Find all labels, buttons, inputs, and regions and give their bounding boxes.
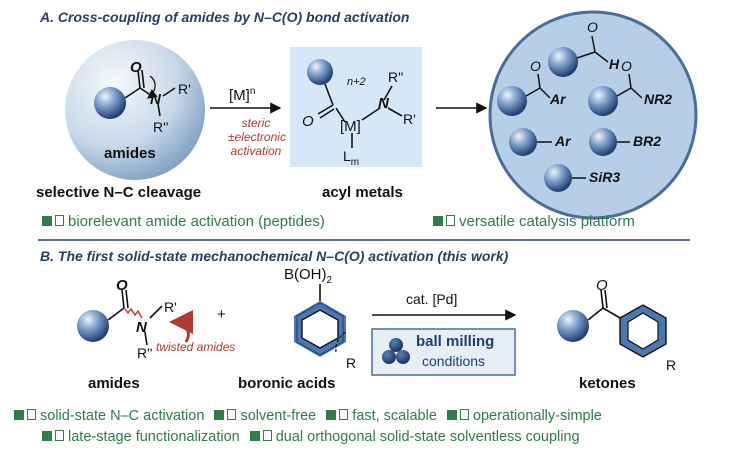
svg-text:O: O	[116, 277, 128, 294]
product-br2: BR2	[633, 133, 662, 149]
svg-text:R'': R''	[153, 119, 168, 135]
conditions-label: conditions	[422, 353, 486, 369]
product-ar-ketone: Ar	[550, 91, 566, 107]
metal-center: [M]	[340, 118, 361, 135]
selective-cleavage-label: selective N–C cleavage	[36, 184, 202, 201]
products-sphere	[488, 10, 698, 220]
svg-text:R': R'	[403, 111, 416, 127]
svg-text:O: O	[130, 59, 142, 76]
svg-text:N: N	[378, 95, 390, 112]
svg-text:R'': R''	[137, 345, 152, 361]
svg-text:R': R'	[164, 299, 177, 315]
catalyst-label: cat. [Pd]	[406, 291, 458, 307]
benefit-versatile: versatile catalysis platform	[433, 213, 635, 230]
svg-text:O: O	[530, 58, 541, 74]
svg-text:O: O	[596, 277, 608, 294]
product-amide-nr2: NR2	[644, 91, 673, 107]
svg-text:N: N	[136, 319, 148, 336]
benefits-row-1: solid-state N–C activation solvent-free …	[14, 408, 602, 424]
boronic-acids-label: boronic acids	[238, 375, 336, 392]
twisted-amide-ball-icon	[77, 310, 109, 342]
svg-text:R: R	[346, 355, 356, 371]
amides-label-a: amides	[104, 145, 156, 162]
amides-sphere	[65, 40, 205, 180]
svg-text:R'': R''	[388, 69, 403, 85]
acyl-ball-icon	[94, 87, 126, 119]
milling-ball-icon	[389, 338, 403, 352]
section-a-title: A. Cross-coupling of amides by N–C(O) bo…	[40, 9, 410, 25]
ball-milling-label: ball milling	[416, 333, 495, 350]
svg-text:O: O	[302, 113, 314, 130]
svg-text:R': R'	[178, 81, 191, 97]
svg-text:R: R	[666, 357, 676, 373]
boronic-group: B(OH)2	[284, 266, 333, 286]
svg-text:O: O	[587, 19, 598, 35]
ligand-label: Lm	[343, 148, 360, 168]
activation-notes: steric ±electronic activation	[228, 116, 286, 158]
benefit-biorelevant: biorelevant amide activation (peptides)	[42, 213, 325, 230]
twisted-amides-label: twisted amides	[156, 340, 236, 354]
product-aldehyde-h: H	[609, 56, 620, 72]
ketone-ball-icon	[557, 310, 589, 342]
plus-sign: +	[217, 306, 226, 323]
svg-text:O: O	[621, 58, 632, 74]
product-ar: Ar	[555, 133, 571, 149]
ball-milling-box	[371, 328, 516, 376]
oxidation-state: n+2	[347, 76, 366, 88]
product-sir3: SiR3	[589, 169, 621, 185]
amides-label-b: amides	[88, 375, 140, 392]
metal-reagent: [M]n	[229, 86, 256, 104]
benefits-row-2: late-stage functionalization dual orthog…	[42, 429, 580, 445]
ketones-label: ketones	[579, 375, 636, 392]
acyl-metals-label: acyl metals	[322, 184, 403, 201]
section-b-title: B. The first solid-state mechanochemical…	[40, 248, 509, 264]
svg-text:N: N	[150, 91, 162, 108]
acyl-metal-ball-icon	[307, 59, 333, 85]
